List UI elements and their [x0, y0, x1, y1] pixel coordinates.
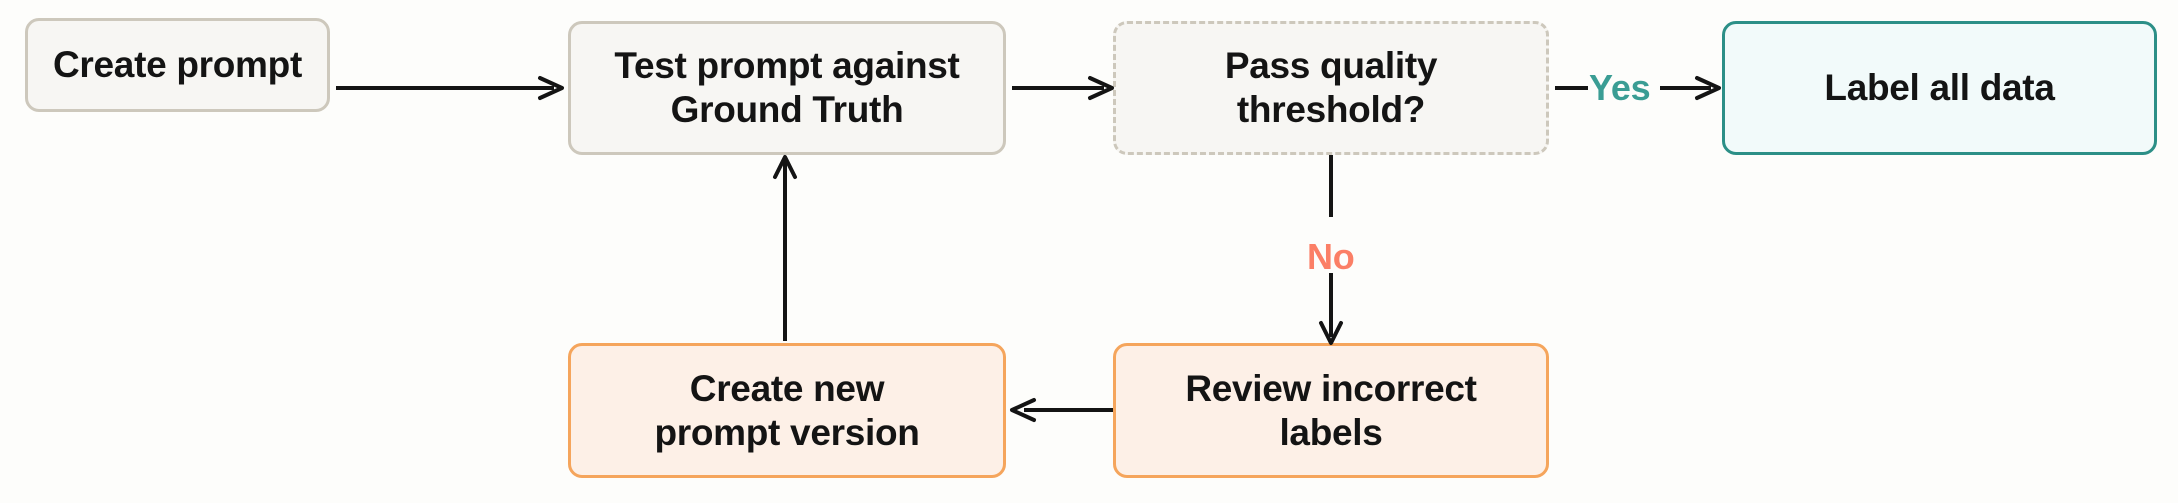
- edge-label-yes: Yes: [1589, 67, 1651, 108]
- edge-label-no: No: [1307, 236, 1355, 277]
- node-pass-quality-threshold-label: Pass quality threshold?: [1224, 45, 1438, 130]
- node-review-incorrect-labels-label: Review incorrect labels: [1185, 367, 1477, 453]
- node-review-incorrect-labels[interactable]: Review incorrect labels: [1113, 343, 1549, 478]
- node-test-prompt-label: Test prompt against Ground Truth: [614, 45, 960, 130]
- edge-decision-to-label-all-data: [1555, 76, 1725, 100]
- node-create-new-prompt-version-label: Create new prompt version: [654, 367, 920, 453]
- edge-decision-to-review-incorrect-labels: [1319, 155, 1343, 345]
- node-pass-quality-threshold[interactable]: Pass quality threshold?: [1113, 21, 1549, 155]
- node-create-prompt[interactable]: Create prompt: [25, 18, 330, 112]
- node-label-all-data-label: Label all data: [1824, 67, 2055, 109]
- edge-review-to-create-new-prompt-version: [1006, 398, 1116, 422]
- edge-test-prompt-to-decision: [1012, 76, 1118, 100]
- node-label-all-data[interactable]: Label all data: [1722, 21, 2157, 155]
- node-create-prompt-label: Create prompt: [53, 44, 302, 86]
- edge-create-prompt-to-test-prompt: [336, 76, 568, 100]
- node-create-new-prompt-version[interactable]: Create new prompt version: [568, 343, 1006, 478]
- edge-create-new-prompt-version-to-test-prompt: [773, 155, 797, 345]
- node-test-prompt[interactable]: Test prompt against Ground Truth: [568, 21, 1006, 155]
